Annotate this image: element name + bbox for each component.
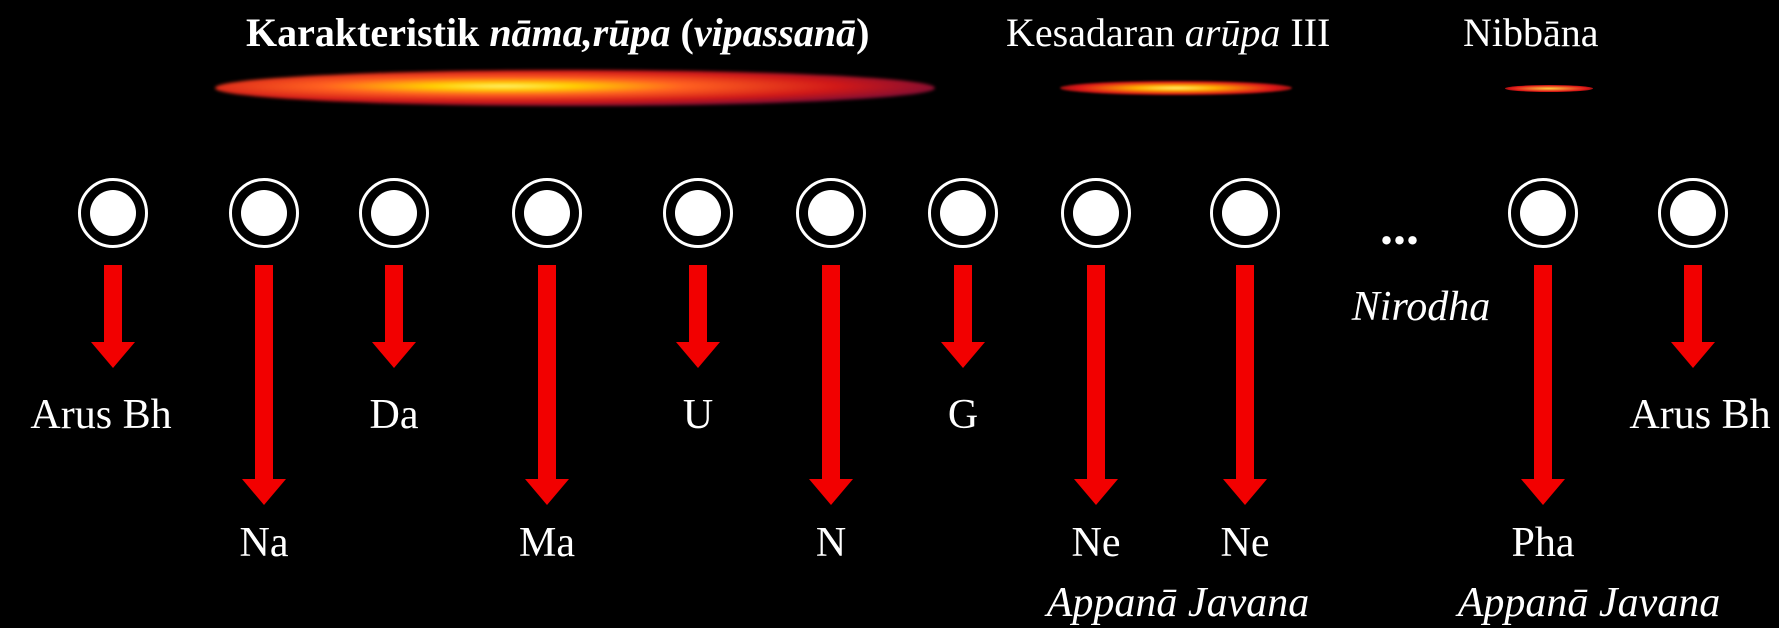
moment-label: Pha [1511,520,1575,566]
arrow-shaft [1236,265,1254,481]
phase-label-part: Karakteristik [246,10,490,55]
appana-javana-label-1: Appanā Javana [1046,580,1310,626]
arrow-head [1223,479,1267,505]
arrow-shaft [1534,265,1552,481]
node-dot [1520,190,1566,236]
node-dot [1670,190,1716,236]
arrow-shaft [255,265,273,481]
arrow-shaft [954,265,972,344]
phase-label-arupa: Kesadaran arūpa III [1006,8,1330,58]
node-dot [371,190,417,236]
arrow-shaft [104,265,122,344]
arrow-head [941,342,985,368]
arrow-head [1074,479,1118,505]
arrow-shaft [538,265,556,481]
node-dot [90,190,136,236]
arrow-head [372,342,416,368]
nibbana-glow-bar [1505,85,1593,92]
down-arrow [676,265,720,368]
node-ring [78,178,148,248]
arrow-head [242,479,286,505]
phase-label-nibbana: Nibbāna [1463,10,1599,55]
down-arrow [1521,265,1565,505]
down-arrow [91,265,135,368]
down-arrow [1671,265,1715,368]
node-dot [241,190,287,236]
arrow-head [91,342,135,368]
ellipsis: ... [1380,199,1419,256]
node-dot [524,190,570,236]
node-dot [940,190,986,236]
phase-label-part: ) [856,10,870,55]
nirodha-label: Nirodha [1351,284,1491,330]
moment-label: Ma [519,520,575,566]
down-arrow [941,265,985,368]
arupa-glow-bar [1060,81,1292,95]
node-dot [808,190,854,236]
appana-javana-label-2: Appanā Javana [1457,580,1721,626]
moment-label: U [682,392,714,438]
phase-label-part: ( [670,10,694,55]
node-dot [1222,190,1268,236]
phase-label-part: vipassanā [693,10,857,55]
arrow-shaft [385,265,403,344]
phase-label-part: arūpa [1184,10,1281,55]
phase-label-part: III [1280,10,1331,55]
moment-label: Arus Bh [1629,392,1771,438]
moment-label: N [815,520,847,566]
moment-label: Ne [1220,520,1270,566]
phase-label-part: Kesadaran [1006,10,1185,55]
down-arrow [525,265,569,505]
moment-label: Na [239,520,289,566]
arrow-head [809,479,853,505]
moment-label: Arus Bh [30,392,172,438]
phase-label-vipassana: Karakteristik nāma,rūpa (vipassanā) [246,8,869,58]
moment-label: G [947,392,979,438]
down-arrow [372,265,416,368]
arrow-shaft [1087,265,1105,481]
phase-label-part: nāma,rūpa [489,10,671,55]
arrow-head [676,342,720,368]
arrow-shaft [1684,265,1702,344]
arrow-head [525,479,569,505]
arrow-head [1521,479,1565,505]
moment-label: Ne [1071,520,1121,566]
arrow-head [1671,342,1715,368]
down-arrow [1223,265,1267,505]
down-arrow [809,265,853,505]
down-arrow [242,265,286,505]
node-ring [663,178,733,248]
down-arrow [1074,265,1118,505]
arrow-shaft [822,265,840,481]
node-dot [1073,190,1119,236]
node-dot [675,190,721,236]
arrow-shaft [689,265,707,344]
vipassana-glow-bar [215,70,935,106]
moment-label: Da [369,392,419,438]
